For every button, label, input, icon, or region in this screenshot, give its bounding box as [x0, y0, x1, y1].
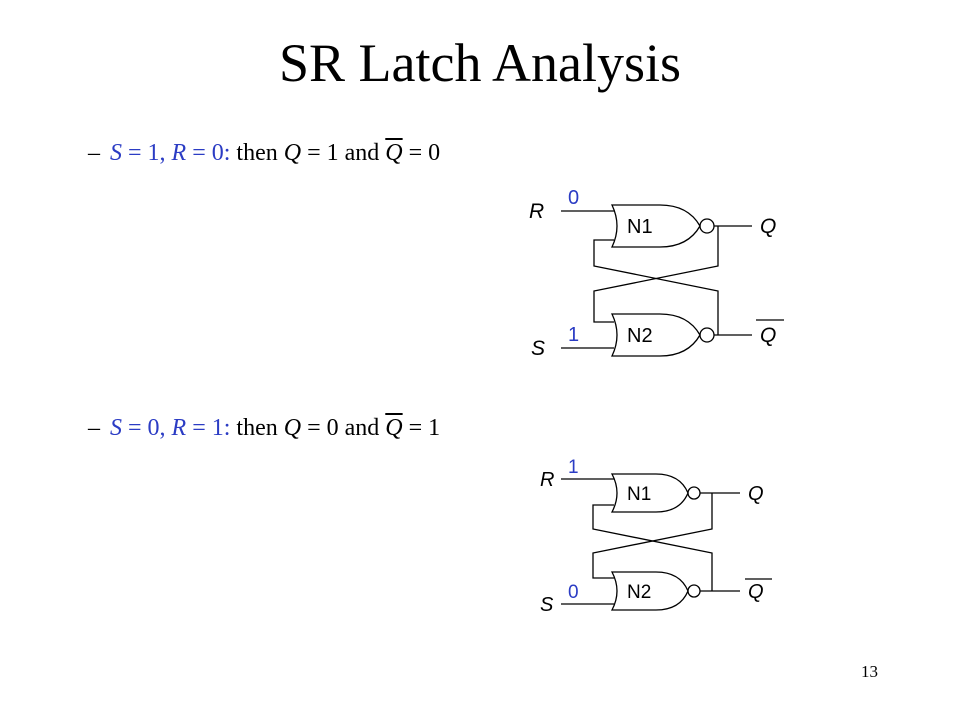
s-symbol: S [110, 140, 122, 166]
bullet-dash: – [88, 140, 100, 166]
s-input-value: 1 [568, 324, 579, 346]
q-output-label: Q [748, 483, 764, 505]
s-symbol: S [110, 415, 122, 441]
qbar-equals: = 1 [402, 415, 441, 441]
nor-gate-n1 [610, 473, 689, 513]
s-input-label: S [531, 337, 545, 360]
r-equals: = 0: [186, 140, 237, 166]
q-output-label: Q [760, 215, 776, 238]
then-text: then [236, 140, 284, 166]
r-input-label: R [540, 469, 554, 491]
wire-feedback-q-to-n2 [593, 226, 719, 323]
q-symbol: Q [283, 415, 302, 441]
slide-title: SR Latch Analysis [279, 33, 681, 93]
r-input-value: 0 [568, 187, 579, 209]
wire-feedback-qbar-to-n1 [592, 504, 713, 591]
nor-gate-n1 [610, 204, 701, 248]
qbar-output-label: Q [760, 324, 776, 347]
s-equals: = 0, [122, 415, 172, 441]
gate-n1-label: N1 [627, 216, 653, 238]
q-equals: = 1 and [301, 140, 386, 166]
qbar-equals: = 0 [402, 140, 441, 166]
page-number: 13 [861, 662, 878, 681]
nor-gate-n2 [610, 571, 689, 611]
nor-gate-n2 [610, 313, 701, 357]
q-equals: = 0 and [301, 415, 386, 441]
r-symbol: R [171, 415, 187, 441]
r-equals: = 1: [186, 415, 237, 441]
bullet-dash: – [88, 415, 100, 441]
inversion-bubble-n1 [687, 486, 701, 500]
qbar-output-label: Q [748, 581, 764, 603]
q-symbol: Q [283, 140, 302, 166]
qbar-symbol: Q [385, 140, 403, 166]
gate-n2-label: N2 [627, 325, 653, 347]
qbar-symbol: Q [385, 415, 403, 441]
r-input-label: R [529, 200, 544, 223]
case-1-statement: –S = 1, R = 0: then Q = 1 and Q = 0 [88, 138, 440, 168]
s-equals: = 1, [122, 140, 172, 166]
r-symbol: R [171, 140, 187, 166]
s-input-label: S [540, 594, 554, 616]
inversion-bubble-n2 [687, 584, 701, 598]
s-input-value: 0 [568, 582, 579, 603]
r-input-value: 1 [568, 457, 579, 478]
gate-n1-label: N1 [627, 484, 651, 505]
gate-n2-label: N2 [627, 582, 651, 603]
then-text: then [236, 415, 284, 441]
wire-feedback-q-to-n2 [592, 493, 713, 579]
case-2-statement: –S = 0, R = 1: then Q = 0 and Q = 1 [88, 413, 440, 443]
wire-feedback-qbar-to-n1 [593, 239, 719, 335]
